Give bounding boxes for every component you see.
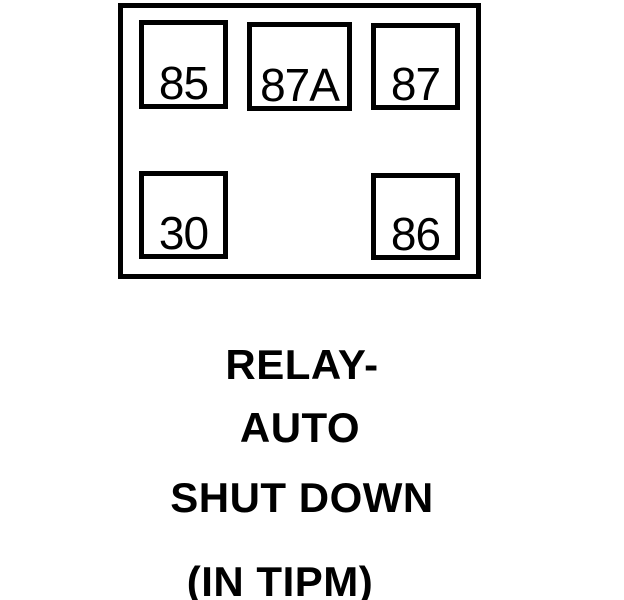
pin-label-86: 86 — [390, 208, 441, 260]
pin-label-85: 85 — [158, 57, 209, 109]
pin-label-30: 30 — [158, 207, 209, 259]
caption-line-relay: RELAY- — [225, 341, 379, 388]
caption-line-shut-down: SHUT DOWN — [170, 474, 434, 521]
pin-terminal-87: 87 — [371, 23, 460, 110]
caption-line-auto: AUTO — [239, 404, 361, 451]
caption-line-in-tipm: (IN TIPM) — [186, 558, 374, 600]
pin-terminal-86: 86 — [371, 173, 460, 260]
pin-terminal-87a: 87A — [247, 22, 352, 111]
pin-label-87a: 87A — [260, 59, 340, 111]
pin-label-87: 87 — [390, 58, 441, 110]
pin-terminal-30: 30 — [139, 171, 228, 259]
pin-terminal-85: 85 — [139, 20, 228, 109]
